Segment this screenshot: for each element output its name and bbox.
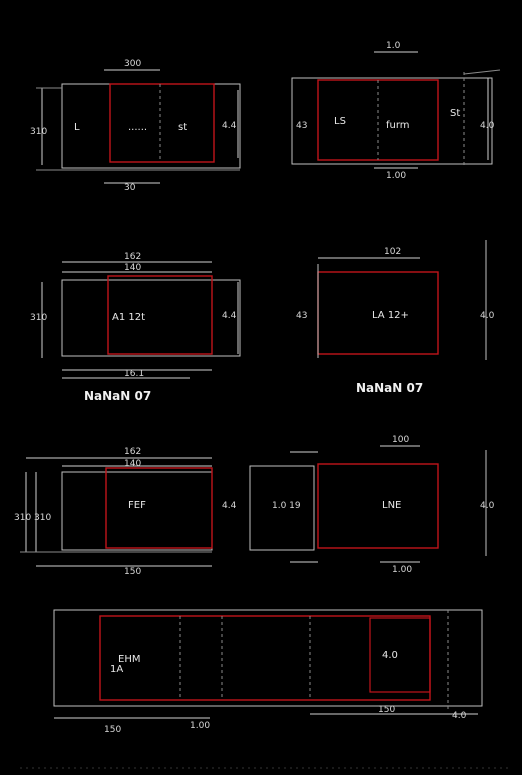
row3-right-left-dim: 1.0 19 (272, 501, 301, 511)
row3-right-bottom-dim: 1.00 (392, 565, 412, 575)
row4-bottom-dim4: 4.0 (452, 711, 467, 721)
row2-right-unit: 102 43 LA 12+ 4.0 NaNaN 07 (296, 240, 495, 395)
row3-left-right-dim: 4.4 (222, 501, 237, 511)
row3-left-left-dim: 310 310 (14, 513, 51, 523)
row2-right-top-dim: 102 (384, 247, 401, 257)
row3-right-right-dim: 4.0 (480, 501, 495, 511)
row1-right-right-dim: 4.0 (480, 121, 495, 131)
row1-right-frame (291, 77, 493, 165)
row4-bottom-dim2: 1.00 (190, 721, 210, 731)
row1-right-cell2: furm (386, 120, 410, 131)
row1-right-left-dim: 43 (296, 121, 307, 131)
row1-right-unit: 1.0 43 LS furm St 4.0 1.00 (291, 41, 501, 181)
row3-right-frame (249, 465, 315, 551)
row2-left-right-dim: 4.4 (222, 311, 237, 321)
row4-cell3: 4.0 (382, 650, 398, 661)
row2-right-cell1: LA 12+ (372, 310, 409, 321)
row3-right-unit: 100 1.0 19 LNE 4.0 1.00 (249, 435, 495, 575)
row2-left-top-dim: 162 (124, 252, 141, 262)
row2-left-outline (107, 275, 213, 355)
row1-right-bottom-dim: 1.00 (386, 171, 406, 181)
row1-left-left-dim: 310 (30, 127, 47, 137)
row2-right-left-dim: 43 (296, 311, 307, 321)
row2-left-cell1: A1 12t (112, 312, 145, 323)
row4-bottom-dim1: 150 (104, 725, 121, 735)
row2-left-top-dim-small: 140 (124, 263, 141, 273)
row2-left-frame (61, 279, 241, 357)
row3-right-top-dim: 100 (392, 435, 409, 445)
row3-left-outline (105, 467, 213, 549)
row1-left-unit: 300 30 310 L ...... st 4.4 (30, 59, 241, 193)
row2-left-caption: NaNaN 07 (84, 389, 151, 403)
row3-left-bottom-dim: 150 (124, 567, 141, 577)
row1-left-right-dim: 4.4 (222, 121, 237, 131)
row1-left-top-dim: 300 (124, 59, 141, 69)
row1-right-top-dim: 1.0 (386, 41, 401, 51)
row3-right-outline (317, 463, 439, 549)
row4-bottom-dim3: 150 (378, 705, 395, 715)
row1-right-cell1: LS (334, 116, 346, 127)
row4-unit: EHM 1A 4.0 150 1.00 150 4.0 (53, 609, 483, 735)
row3-left-cell1: FEF (128, 500, 146, 511)
row4-inner-outline (369, 617, 431, 693)
row1-left-cell3: st (178, 122, 187, 133)
row2-right-caption: NaNaN 07 (356, 381, 423, 395)
row1-right-top-ext (463, 69, 501, 75)
row4-frame (53, 609, 483, 707)
row3-left-top-dim-small: 140 (124, 459, 141, 469)
row1-left-cell2: ...... (128, 122, 147, 133)
row3-right-cell1: LNE (382, 500, 401, 511)
row1-right-cell3: St (450, 108, 460, 119)
row4-cell2: 1A (110, 664, 123, 675)
row2-left-unit: 162 140 310 A1 12t 4.4 16.1 NaNaN 07 (30, 252, 241, 403)
row3-left-top-dim: 162 (124, 447, 141, 457)
row2-right-right-dim: 4.0 (480, 311, 495, 321)
row2-left-left-dim: 310 (30, 313, 47, 323)
row1-left-top-dim-small: 30 (124, 183, 136, 193)
row4-cell1: EHM (118, 654, 140, 665)
row3-left-unit: 162 140 310 310 FEF 4.4 150 (14, 447, 237, 577)
row1-left-cell1: L (74, 122, 80, 133)
row2-left-bottom-dim: 16.1 (124, 369, 144, 379)
row1-left-outline (109, 83, 215, 163)
